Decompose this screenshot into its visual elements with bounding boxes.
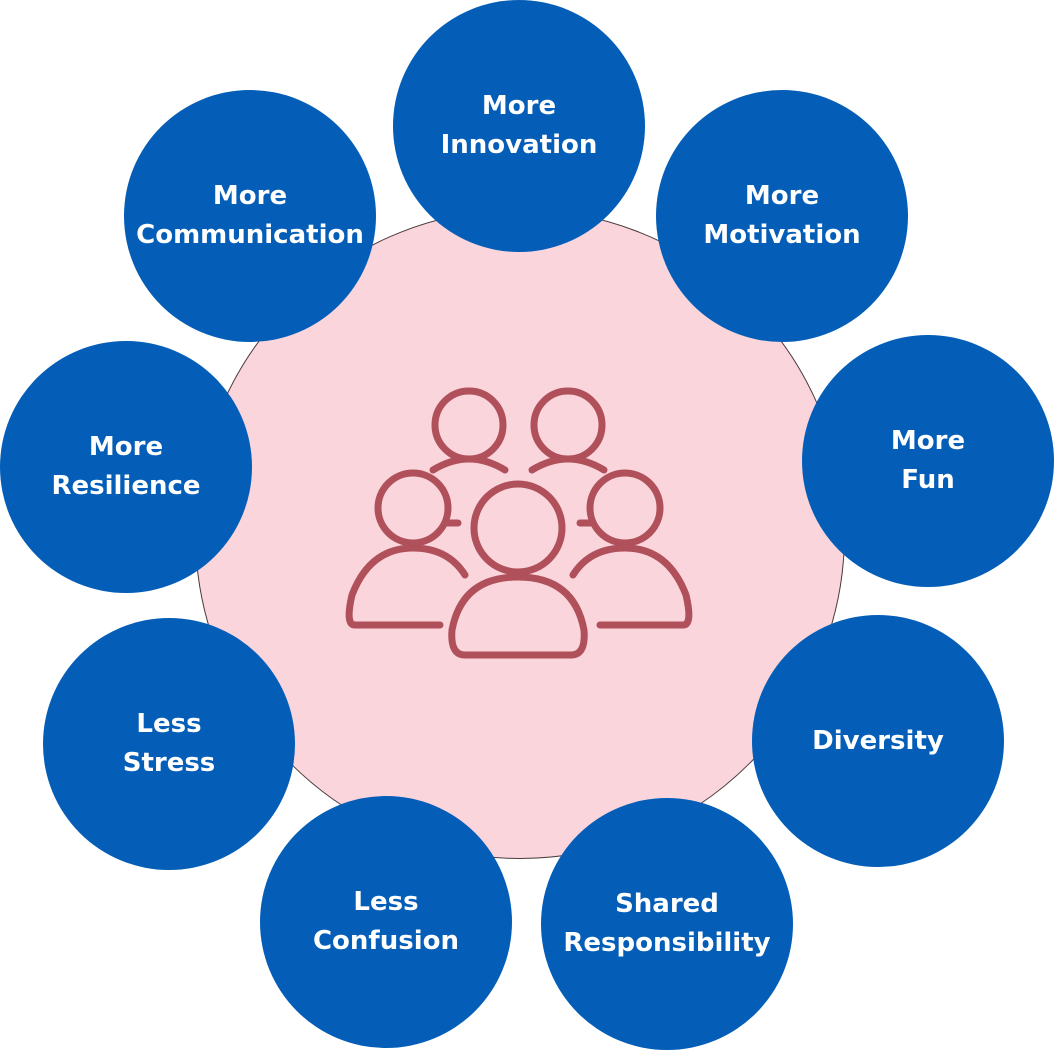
bubble-label-line: Stress xyxy=(122,748,216,778)
bubble-less-confusion: Less Confusion xyxy=(260,796,512,1048)
bubble-label-line: Communication xyxy=(136,220,364,250)
bubble-label-line: Fun xyxy=(901,465,955,495)
bubble-diversity: Diversity xyxy=(752,615,1004,867)
bubble-label-line: Less xyxy=(136,709,202,739)
bubble-label-line: More xyxy=(212,181,288,211)
bubble-label-line: More xyxy=(88,432,164,462)
bubble-label-line: Innovation xyxy=(440,130,598,160)
bubble-more-innovation: More Innovation xyxy=(393,0,645,252)
bubble-label-line: Resilience xyxy=(51,471,201,501)
bubble-label-line: More xyxy=(890,426,966,456)
bubble-label-line: Confusion xyxy=(312,926,460,956)
bubble-less-stress: Less Stress xyxy=(43,618,295,870)
bubble-more-fun: More Fun xyxy=(802,335,1054,587)
bubble-more-motivation: More Motivation xyxy=(656,90,908,342)
bubble-more-communication: More Communication xyxy=(124,90,376,342)
bubble-shared-responsibility: Shared Responsibility xyxy=(541,798,793,1050)
bubble-label-line: Less xyxy=(353,887,419,917)
bubble-label-line: Diversity xyxy=(812,725,944,756)
bubble-label-line: More xyxy=(744,181,820,211)
bubble-label-line: Responsibility xyxy=(563,928,771,958)
bubble-label-line: Shared xyxy=(615,889,719,919)
bubble-more-resilience: More Resilience xyxy=(0,341,252,593)
bubble-label-line: More xyxy=(481,91,557,121)
bubble-label-line: Motivation xyxy=(703,220,861,250)
team-people-icon xyxy=(345,387,693,659)
